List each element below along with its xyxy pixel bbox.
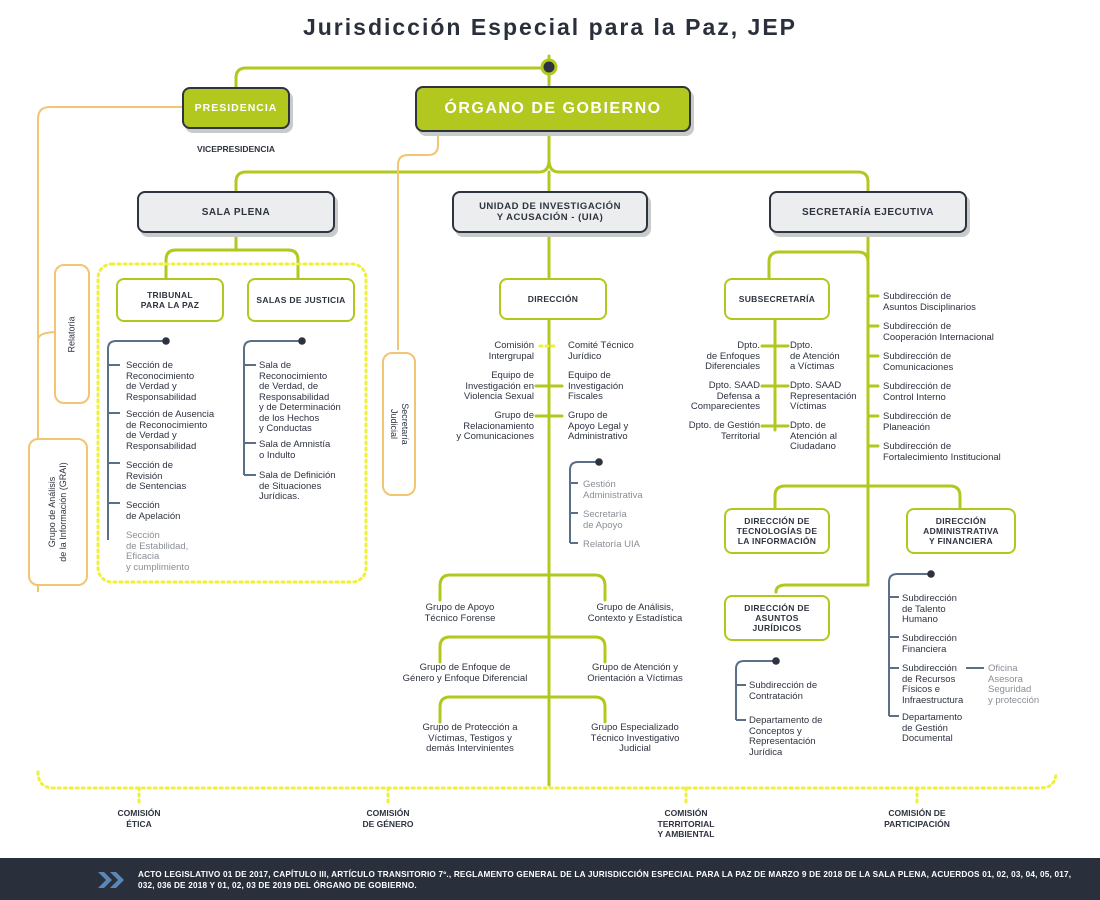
dpto-right: Dpto. de Atención al Ciudadano: [790, 420, 838, 452]
direccion-asuntos-juridicos-box: DIRECCIÓN DE ASUNTOS JURÍDICOS: [724, 595, 830, 641]
direccion-tecnologias-box: DIRECCIÓN DE TECNOLOGÍAS DE LA INFORMACI…: [724, 508, 830, 554]
subsecretaria-box: SUBSECRETARÍA: [724, 278, 830, 320]
comision-genero: COMISIÓN DE GÉNERO: [362, 808, 414, 829]
juridicos-item: Departamento de Conceptos y Representaci…: [749, 715, 823, 758]
comision-participacion: COMISIÓN DE PARTICIPACIÓN: [884, 808, 950, 829]
page-title: Jurisdicción Especial para la Paz, JEP: [302, 14, 798, 40]
relatoria-label: Relatoria: [66, 315, 77, 353]
uia-box: UNIDAD DE INVESTIGACIÓN Y ACUSACIÓN - (U…: [452, 191, 648, 233]
tribunal-item: Sección de Apelación: [126, 500, 181, 522]
uia-group-left: Grupo de Protección a Víctimas, Testigos…: [422, 722, 518, 754]
uia-left-item: Grupo de Relacionamiento y Comunicacione…: [456, 410, 534, 442]
dpto-left: Dpto. SAAD Defensa a Comparecientes: [690, 380, 760, 412]
relatoria-box: Relatoria: [54, 264, 90, 404]
vicepresidencia-label: VICEPRESIDENCIA: [197, 144, 275, 154]
sala-plena-box: SALA PLENA: [137, 191, 335, 233]
grai-label-line2: de la Información (GRAI): [58, 462, 69, 562]
secretaria-judicial-box: Secretaría Judicial: [382, 352, 416, 496]
subdireccion-item: Subdirección de Cooperación Internaciona…: [883, 321, 994, 343]
subdireccion-item: Subdirección de Planeación: [883, 411, 952, 433]
comision-territorial: COMISIÓN TERRITORIAL Y AMBIENTAL: [657, 808, 715, 839]
subdireccion-item: Subdirección de Comunicaciones: [883, 351, 954, 373]
salas-item: Sala de Reconocimiento de Verdad, de Res…: [259, 360, 341, 434]
footer-legal-text: ACTO LEGISLATIVO 01 DE 2017, CAPÍTULO II…: [138, 870, 1072, 890]
dpto-left: Dpto. de Enfoques Diferenciales: [705, 340, 760, 372]
uia-right-item: Equipo de Investigación Fiscales: [568, 370, 624, 402]
uia-muted-item: Relatoría UIA: [583, 539, 641, 550]
grai-box: Grupo de Análisis de la Información (GRA…: [28, 438, 88, 586]
uia-left-item: Comisión Intergrupal: [488, 340, 534, 362]
secretaria-judicial-label: Secretaría Judicial: [388, 403, 410, 445]
uia-group-left: Grupo de Apoyo Técnico Forense: [424, 602, 496, 624]
secretaria-judicial-line2: Judicial: [389, 408, 399, 439]
dpto-right: Dpto. de Atención a Víctimas: [790, 340, 840, 372]
uia-right-item: Comité Técnico Jurídico: [568, 340, 634, 362]
tribunal-item-muted: Sección de Estabilidad, Eficacia y cumpl…: [126, 530, 190, 573]
administrativa-item: Subdirección de Talento Humano: [902, 593, 957, 625]
uia-direccion-box: DIRECCIÓN: [499, 278, 607, 320]
uia-muted-item: Gestión Administrativa: [583, 479, 643, 501]
grai-label: Grupo de Análisis de la Información (GRA…: [47, 462, 69, 562]
uia-muted-item: Secretaría de Apoyo: [583, 509, 627, 531]
uia-right-item: Grupo de Apoyo Legal y Administrativo: [568, 410, 629, 442]
footer-bar: [0, 858, 1100, 900]
uia-left-item: Equipo de Investigación en Violencia Sex…: [463, 370, 534, 402]
salas-de-justicia-box: SALAS DE JUSTICIA: [247, 278, 355, 322]
tribunal-item: Sección de Ausencia de Reconocimiento de…: [126, 409, 215, 452]
administrativa-item-muted: Oficina Asesora Seguridad y protección: [988, 663, 1040, 706]
tribunal-item: Sección de Reconocimiento de Verdad y Re…: [126, 360, 197, 403]
subdireccion-item: Subdirección de Fortalecimiento Instituc…: [883, 441, 1001, 463]
uia-group-right: Grupo de Análisis, Contexto y Estadístic…: [587, 602, 683, 624]
uia-group-right: Grupo de Atención y Orientación a Víctim…: [587, 662, 683, 684]
administrativa-item: Departamento de Gestión Documental: [902, 712, 963, 744]
direccion-administrativa-box: DIRECCIÓN ADMINISTRATIVA Y FINANCIERA: [906, 508, 1016, 554]
dpto-left: Dpto. de Gestión Territorial: [688, 420, 760, 442]
dpto-right: Dpto. SAAD Representación Víctimas: [790, 380, 857, 412]
tribunal-para-la-paz-box: TRIBUNAL PARA LA PAZ: [116, 278, 224, 322]
presidencia-box: PRESIDENCIA: [182, 87, 290, 129]
subdireccion-item: Subdirección de Asuntos Disciplinarios: [883, 291, 976, 313]
secretaria-ejecutiva-box: SECRETARÍA EJECUTIVA: [769, 191, 967, 233]
double-chevron-icon: [98, 872, 124, 888]
administrativa-item: Subdirección Financiera: [902, 633, 957, 655]
juridicos-item: Subdirección de Contratación: [749, 680, 818, 702]
uia-group-right: Grupo Especializado Técnico Investigativ…: [590, 722, 680, 754]
organo-de-gobierno-box: ÓRGANO DE GOBIERNO: [415, 86, 691, 132]
comision-etica: COMISIÓN ÉTICA: [117, 808, 161, 829]
tribunal-item: Sección de Revisión de Sentencias: [126, 460, 187, 492]
secretaria-judicial-line1: Secretaría: [400, 403, 410, 445]
salas-item: Sala de Definición de Situaciones Jurídi…: [259, 470, 336, 502]
salas-item: Sala de Amnistía o Indulto: [259, 439, 331, 461]
uia-group-left: Grupo de Enfoque de Género y Enfoque Dif…: [402, 662, 528, 684]
subdireccion-item: Subdirección de Control Interno: [883, 381, 952, 403]
grai-label-line1: Grupo de Análisis: [47, 476, 58, 548]
administrativa-item: Subdirección de Recursos Físicos e Infra…: [902, 663, 964, 706]
